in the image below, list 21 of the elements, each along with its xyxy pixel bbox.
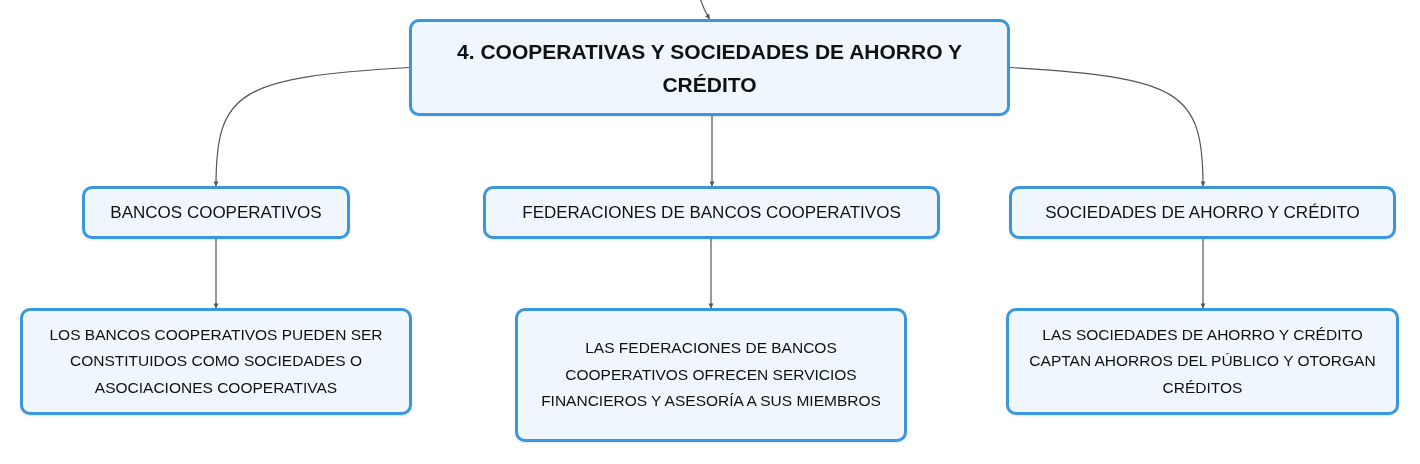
subtopic-box: [82, 186, 350, 239]
connector-arrow: [699, 0, 711, 20]
subtopic-box: [1009, 186, 1396, 239]
detail-box: [20, 308, 412, 415]
connector-arrow: [1200, 238, 1206, 309]
detail-text: LAS FEDERACIONES DE BANCOS COOPERATIVOS OFRECEN SERVICIOS FINANCIEROS Y ASESORÍA A SUS MIEMBROS: [540, 338, 882, 412]
subtopic-text: SOCIEDADES DE AHORRO Y CRÉDITO: [1045, 201, 1360, 224]
subtopic-text: BANCOS COOPERATIVOS: [110, 201, 322, 224]
topic-title: 4. COOPERATIVAS Y SOCIEDADES DE AHORRO Y CRÉDITO: [456, 38, 963, 98]
subtopic-box: [483, 186, 940, 239]
connector-arrow: [213, 238, 219, 309]
detail-box: [515, 308, 907, 442]
detail-text: LAS SOCIEDADES DE AHORRO Y CRÉDITO CAPTAN AHORROS DEL PÚBLICO Y OTORGAN CRÉDITOS: [1028, 324, 1377, 398]
detail-text: LOS BANCOS COOPERATIVOS PUEDEN SER CONSTITUIDOS COMO SOCIEDADES O ASOCIACIONES COOPERATIVAS: [48, 324, 384, 398]
connector-arrow: [708, 238, 714, 309]
subtopic-text: FEDERACIONES DE BANCOS COOPERATIVOS: [522, 201, 901, 224]
connector-arrow: [1009, 66, 1206, 187]
detail-box: [1006, 308, 1399, 415]
connector-arrow: [709, 115, 715, 187]
connector-arrow: [213, 66, 410, 187]
topic-box: [409, 19, 1010, 116]
